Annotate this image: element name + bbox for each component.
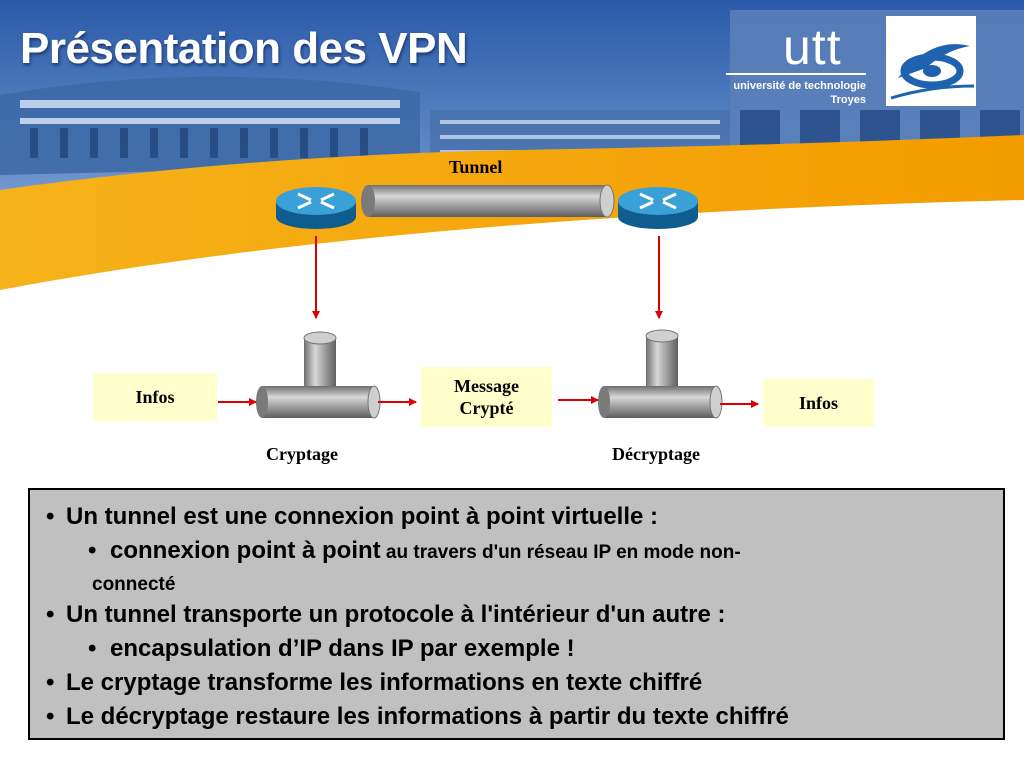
infos-input-label: Infos — [135, 387, 175, 407]
utt-logo: utt université de technologie Troyes — [726, 16, 976, 106]
infos-output-label: Infos — [798, 393, 838, 413]
bullet-dot: • — [46, 669, 55, 696]
sub-bullet-text: encapsulation d’IP dans IP par exemple ! — [110, 635, 575, 662]
sub-bullet-item: • connexion point à point au travers d'un… — [46, 534, 987, 570]
bullet-text: Un tunnel est une connexion point à poin… — [66, 503, 659, 530]
encryption-label: Cryptage — [266, 444, 338, 464]
sub-bullet-text-bold: connexion point à point — [110, 537, 381, 564]
logo-emblem-icon — [886, 16, 976, 106]
bullet-dot: • — [46, 601, 55, 628]
encrypted-message-box: Message Crypté — [421, 367, 552, 427]
logo-wordmark: utt — [783, 19, 842, 75]
encrypted-message-line2: Crypté — [459, 398, 514, 418]
bullet-text: Le cryptage transforme les informations … — [66, 669, 703, 696]
encrypted-message-line1: Message — [454, 376, 519, 396]
bullet-item: • Le cryptage transforme les information… — [46, 666, 987, 700]
bullet-item: • Un tunnel transporte un protocole à l'… — [46, 598, 987, 632]
decryption-pipe-icon — [598, 329, 723, 419]
encryption-pipe-icon — [256, 331, 381, 419]
bullet-dot: • — [46, 703, 55, 730]
header-background — [0, 0, 1024, 300]
infos-input-box: Infos — [93, 373, 217, 421]
sub-bullet-text-rest: au travers d'un réseau IP en mode non- — [380, 542, 741, 563]
infos-output-box: Infos — [763, 379, 874, 427]
bullet-list-box: • Un tunnel est une connexion point à po… — [28, 488, 1005, 740]
router-icon — [618, 187, 698, 229]
vpn-diagram — [218, 184, 759, 419]
bullet-dot: • — [46, 503, 55, 530]
sub-bullet-continuation-text: connecté — [92, 574, 176, 595]
logo-divider — [726, 73, 866, 75]
logo-city: Troyes — [830, 94, 866, 106]
slide-title: Présentation des VPN — [20, 24, 468, 73]
bullet-dot: • — [88, 635, 97, 662]
bullet-text: Un tunnel transporte un protocole à l'in… — [66, 601, 726, 628]
tunnel-pipe-icon — [361, 184, 615, 218]
bullet-item: • Un tunnel est une connexion point à po… — [46, 500, 987, 534]
decryption-label: Décryptage — [612, 444, 700, 464]
bullet-text: Le décryptage restaure les informations … — [66, 703, 789, 730]
router-icon — [276, 187, 356, 229]
bullet-item: • Le décryptage restaure les information… — [46, 700, 987, 734]
logo-subtitle: université de technologie — [733, 80, 866, 92]
sub-bullet-continuation: connecté — [46, 570, 987, 598]
sub-bullet-item: • encapsulation d’IP dans IP par exemple … — [46, 632, 987, 666]
tunnel-label: Tunnel — [449, 157, 503, 177]
bullet-dot: • — [88, 537, 97, 564]
